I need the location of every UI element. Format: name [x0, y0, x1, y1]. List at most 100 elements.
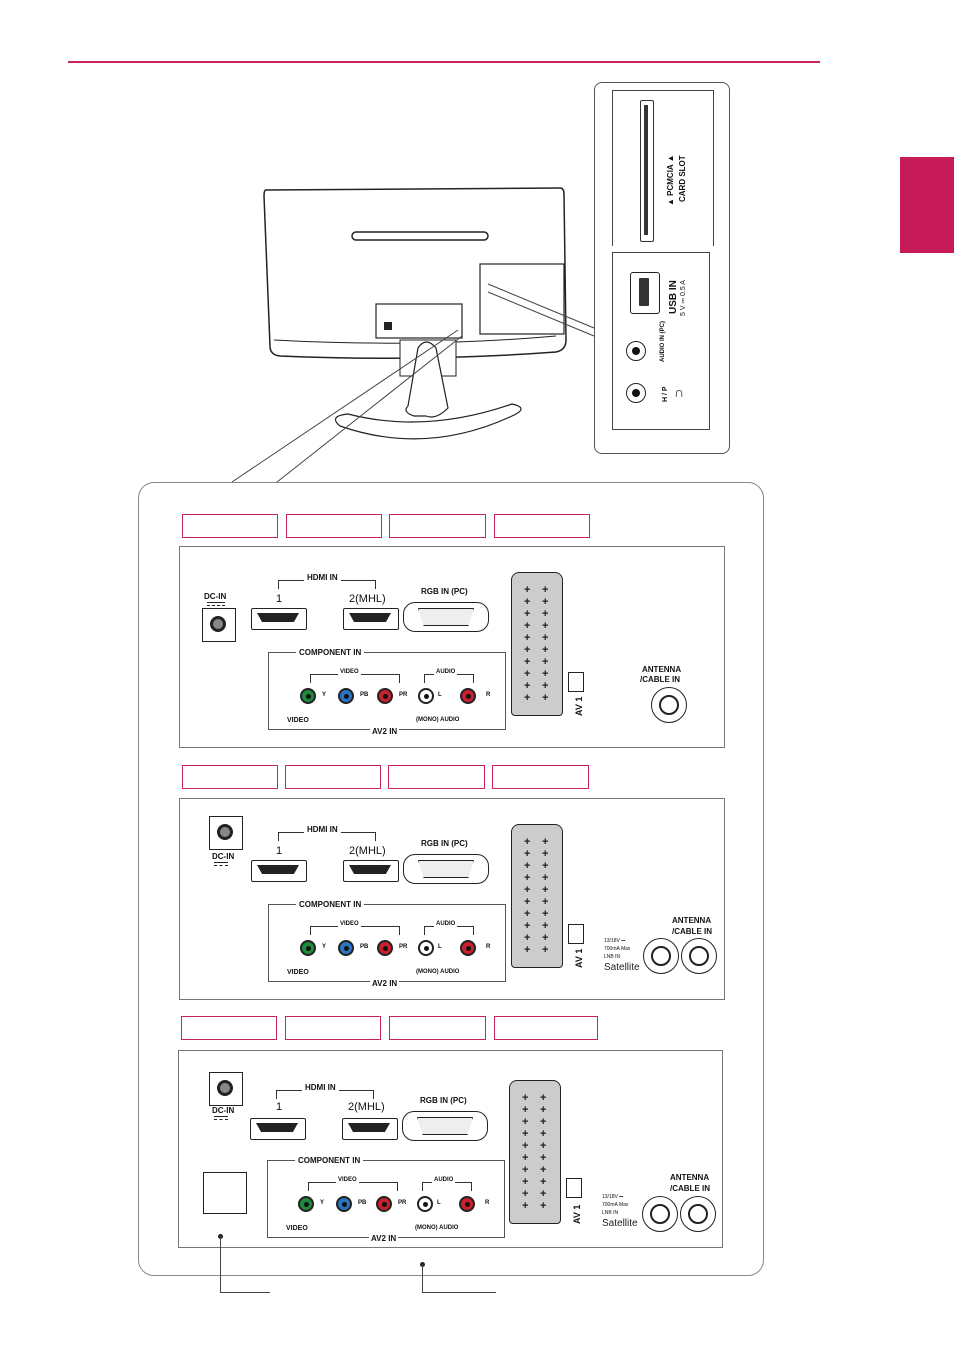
mono-audio-label: (MONO) AUDIO	[415, 1225, 459, 1231]
scart-pin-icon: +	[542, 692, 549, 704]
hdmi-in-label: HDMI IN	[302, 1083, 339, 1092]
rgb-in-port[interactable]	[402, 1111, 488, 1141]
scart-pin-icon: +	[542, 668, 549, 680]
audio-r-jack[interactable]	[460, 688, 476, 704]
cable-in-label: /CABLE IN	[640, 675, 680, 684]
scart-pin-icon: +	[542, 860, 549, 872]
usb-port[interactable]	[630, 272, 660, 314]
audio-l-jack[interactable]	[418, 940, 434, 956]
av1-direction-icon	[566, 1178, 582, 1198]
scart-pin-icon: +	[524, 932, 531, 944]
scart-pin-icon: +	[542, 932, 549, 944]
scart-pin-icon: +	[540, 1092, 547, 1104]
audio-r-jack[interactable]	[459, 1196, 475, 1212]
scart-pin-icon: +	[524, 596, 531, 608]
av2-in-label: AV2 IN	[370, 979, 400, 988]
dc-in-label: DC-IN	[212, 852, 235, 861]
scart-pin-icon: +	[542, 944, 549, 956]
scart-pin-icon: +	[524, 692, 531, 704]
scart-pin-icon: +	[522, 1164, 529, 1176]
hdmi-2-label: 2(MHL)	[348, 1101, 385, 1113]
lnb-rating-label: 13/18V ⎓	[604, 938, 626, 944]
scart-pin-icon: +	[542, 596, 549, 608]
audio-bracket	[422, 1182, 472, 1191]
scart-port[interactable]: ++++++++++++++++++++	[511, 572, 563, 716]
rgb-in-label: RGB IN (PC)	[421, 587, 468, 596]
scart-pin-icon: +	[542, 632, 549, 644]
hdmi-2-port[interactable]	[343, 860, 399, 882]
scart-pin-icon: +	[524, 944, 531, 956]
audio-in-jack[interactable]	[626, 341, 646, 361]
video-label: VIDEO	[336, 1177, 359, 1183]
component-y-jack[interactable]	[298, 1196, 314, 1212]
audio-r-jack[interactable]	[460, 940, 476, 956]
lnb-current-label: 700mA Max	[602, 1202, 629, 1208]
scart-pin-icon: +	[540, 1104, 547, 1116]
scart-pin-icon: +	[522, 1128, 529, 1140]
hdmi-2-port[interactable]	[342, 1118, 398, 1140]
component-in-label: COMPONENT IN	[296, 900, 365, 909]
hdmi-2-port[interactable]	[343, 608, 399, 630]
component-pr-jack[interactable]	[376, 1196, 392, 1212]
scart-pin-icon: +	[522, 1140, 529, 1152]
headphone-jack[interactable]	[626, 383, 646, 403]
scart-pin-icon: +	[522, 1104, 529, 1116]
mono-audio-label: (MONO) AUDIO	[416, 969, 460, 975]
callout-line	[422, 1264, 423, 1292]
component-pb-jack[interactable]	[336, 1196, 352, 1212]
pb-label: PB	[358, 1200, 367, 1206]
model-label-box	[388, 765, 485, 789]
pr-label: PR	[399, 692, 408, 698]
av2-in-label: AV2 IN	[369, 1234, 399, 1243]
satellite-port[interactable]	[643, 938, 679, 974]
rgb-in-port[interactable]	[403, 854, 489, 884]
antenna-port[interactable]	[651, 687, 687, 723]
hdmi-1-port[interactable]	[251, 860, 307, 882]
hdmi-1-port[interactable]	[250, 1118, 306, 1140]
component-y-jack[interactable]	[300, 940, 316, 956]
scart-pin-icon: +	[542, 656, 549, 668]
model-label-box	[494, 1016, 598, 1040]
scart-pin-icon: +	[522, 1092, 529, 1104]
optical-port[interactable]	[203, 1172, 247, 1214]
hdmi-1-port[interactable]	[251, 608, 307, 630]
scart-port[interactable]: ++++++++++++++++++++	[511, 824, 563, 968]
component-pr-jack[interactable]	[377, 688, 393, 704]
dc-in-port[interactable]	[209, 1072, 243, 1106]
callout-line	[422, 1292, 496, 1293]
card-slot-label-1: ▲ PCMCIA ▲	[666, 154, 675, 206]
component-pb-jack[interactable]	[338, 688, 354, 704]
av1-label: AV 1	[574, 696, 584, 716]
antenna-port[interactable]	[681, 938, 717, 974]
dc-in-port[interactable]	[209, 816, 243, 850]
satellite-port[interactable]	[642, 1196, 678, 1232]
card-slot-area	[612, 90, 714, 246]
scart-pin-icon: +	[522, 1116, 529, 1128]
rgb-in-label: RGB IN (PC)	[421, 839, 468, 848]
component-pr-jack[interactable]	[377, 940, 393, 956]
audio-l-jack[interactable]	[417, 1196, 433, 1212]
video-bottom-label: VIDEO	[287, 969, 309, 976]
y-label: Y	[320, 1200, 325, 1206]
antenna-port[interactable]	[680, 1196, 716, 1232]
scart-pin-icon: +	[542, 608, 549, 620]
rgb-in-port[interactable]	[403, 602, 489, 632]
pcmcia-card-slot[interactable]	[640, 100, 654, 242]
scart-pin-icon: +	[524, 860, 531, 872]
satellite-label: Satellite	[604, 962, 640, 973]
scart-pin-icon: +	[524, 884, 531, 896]
scart-pin-icon: +	[542, 620, 549, 632]
scart-pin-icon: +	[542, 884, 549, 896]
scart-pin-icon: +	[524, 680, 531, 692]
audio-l-jack[interactable]	[418, 688, 434, 704]
cable-in-label: /CABLE IN	[672, 927, 712, 936]
component-y-jack[interactable]	[300, 688, 316, 704]
model-label-box	[182, 514, 278, 538]
component-pb-jack[interactable]	[338, 940, 354, 956]
scart-port[interactable]: ++++++++++++++++++++	[509, 1080, 561, 1224]
scart-pin-icon: +	[524, 620, 531, 632]
pr-label: PR	[398, 1200, 407, 1206]
rgb-in-label: RGB IN (PC)	[420, 1096, 467, 1105]
scart-pin-icon: +	[524, 920, 531, 932]
dc-in-port[interactable]	[202, 608, 236, 642]
